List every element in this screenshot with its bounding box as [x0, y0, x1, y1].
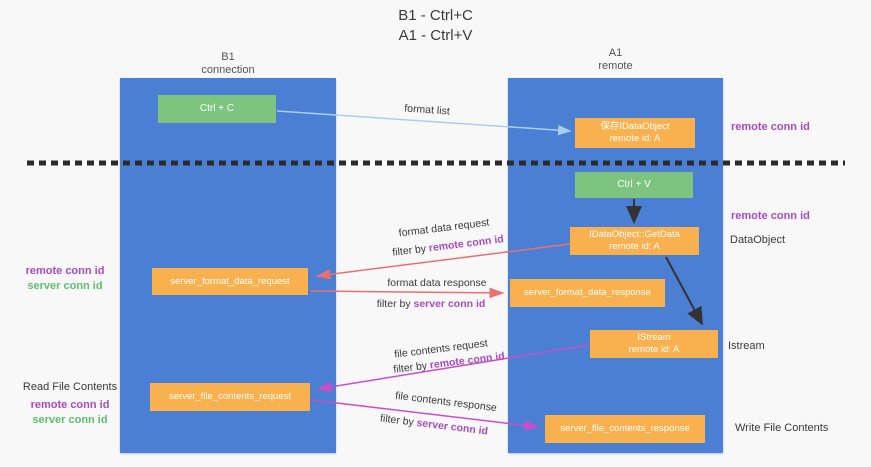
left-column-header: B1 connection: [120, 51, 336, 77]
right-column-header: A1 remote: [508, 47, 723, 73]
format-list-flow-label: format list: [403, 102, 451, 118]
server-conn-id-label-bottom-left: server conn id: [32, 414, 108, 426]
idataobject-getdata-box: IDataObject::GetData remote id: A: [570, 227, 699, 255]
remote-conn-id-label-mid-right: remote conn id: [731, 210, 810, 222]
server-format-data-request-label: server_format_data_request: [170, 275, 290, 287]
server-conn-id-label-left: server conn id: [27, 280, 103, 292]
right-column-name: A1: [608, 47, 623, 59]
format-data-response-arrow: [309, 287, 505, 299]
ctrl-c-label: Ctrl + C: [199, 103, 235, 114]
server-conn-id-text: server conn id: [415, 416, 489, 438]
format-data-response-flow-label: format data response: [387, 277, 487, 289]
left-column-name: B1: [221, 51, 235, 63]
server-format-data-response-box: server_format_data_response: [510, 279, 665, 307]
save-dataobject-line1: 保存IDataObject: [600, 121, 670, 132]
getdata-line1: IDataObject::GetData: [589, 229, 680, 240]
filter-by-text: filter by: [391, 242, 427, 259]
server-format-data-response-label: server_format_data_response: [524, 287, 651, 298]
title-line-2: A1 - Ctrl+V: [398, 27, 473, 44]
dataobject-label: DataObject: [730, 234, 786, 246]
remote-conn-id-label-top-right: remote conn id: [731, 121, 810, 133]
filter-by-text: filter by: [379, 412, 415, 429]
server-file-contents-request-label: server_file_contents_request: [169, 391, 291, 402]
file-contents-response-flow-label: file contents response: [394, 389, 498, 415]
filter-by-server-conn-id-label-2: filter by server conn id: [379, 412, 488, 437]
remote-conn-id-label-bottom-left: remote conn id: [30, 399, 110, 411]
read-file-contents-label: Read File Contents: [22, 381, 118, 393]
diagram-title: B1 - Ctrl+C A1 - Ctrl+V: [0, 6, 871, 46]
left-column-role: connection: [201, 64, 255, 76]
server-file-contents-response-label: server_file_contents_response: [560, 423, 690, 434]
ctrl-v-box: Ctrl + V: [575, 172, 693, 198]
save-dataobject-line2: remote id: A: [609, 133, 661, 144]
istream-line2: remote id: A: [628, 344, 680, 355]
filter-by-text: filter by: [376, 298, 411, 310]
server-file-contents-response-box: server_file_contents_response: [545, 415, 705, 443]
ctrl-c-box: Ctrl + C: [158, 95, 276, 123]
getdata-line2: remote id: A: [609, 241, 660, 252]
remote-conn-id-text: remote conn id: [428, 233, 505, 255]
filter-by-server-conn-id-label-1: filter by server conn id: [377, 298, 486, 310]
filter-by-text: filter by: [392, 359, 428, 376]
left-conn-id-group: remote conn id server conn id: [15, 264, 115, 294]
save-dataobject-box: 保存IDataObject remote id: A: [575, 118, 695, 148]
server-format-data-request-box: server_format_data_request: [152, 268, 308, 295]
title-line-1: B1 - Ctrl+C: [398, 7, 473, 24]
remote-conn-id-label-left: remote conn id: [25, 265, 105, 277]
server-conn-id-text: server conn id: [413, 298, 486, 310]
write-file-contents-label: Write File Contents: [735, 422, 829, 434]
server-file-contents-request-box: server_file_contents_request: [150, 383, 310, 411]
istream-side-label: Istream: [728, 340, 765, 352]
right-column-role: remote: [598, 60, 633, 72]
read-file-contents-group: Read File Contents remote conn id server…: [15, 380, 125, 428]
istream-box: IStream remote id: A: [590, 330, 718, 358]
ctrl-v-label: Ctrl + V: [617, 179, 651, 190]
istream-line1: IStream: [637, 332, 671, 343]
